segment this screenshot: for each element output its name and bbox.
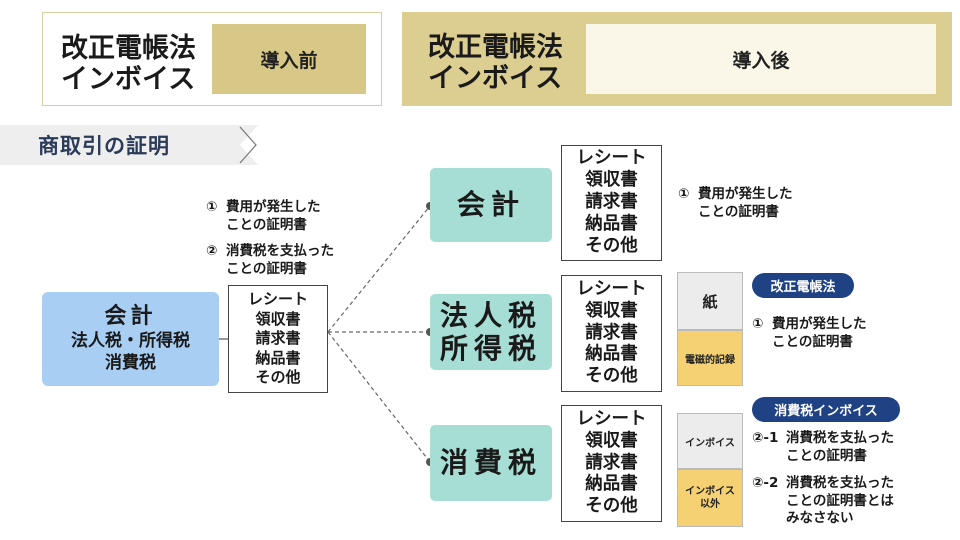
shohi-receipt-list: レシート 領収書 請求書 納品書 その他	[561, 405, 662, 522]
left-receipt-list: レシート 領収書 請求書 納品書 その他	[228, 285, 328, 393]
section-banner-shape	[0, 125, 258, 165]
left-category-box: 会計 法人税・所得税 消費税	[42, 292, 219, 386]
connector-to-kaikei	[327, 205, 431, 333]
header-after-tag: 導入後	[586, 24, 936, 94]
connector-to-shohi	[327, 331, 431, 463]
denchoho-badge: 改正電帳法	[752, 273, 854, 298]
paper-label: 紙	[677, 272, 743, 330]
header-before-tag: 導入前	[212, 24, 366, 94]
hojin-receipt-list: レシート 領収書 請求書 納品書 その他	[561, 275, 662, 392]
category-kaikei-box: 会計	[430, 168, 552, 242]
header-before-title: 改正電帳法 インボイス	[61, 33, 196, 96]
category-shohi-box: 消費税	[430, 425, 552, 501]
header-after-title: 改正電帳法 インボイス	[428, 32, 563, 95]
electronic-record-label: 電磁的記録	[677, 330, 743, 386]
section-label: 商取引の証明	[38, 134, 170, 158]
invoice-badge: 消費税インボイス	[752, 397, 900, 422]
invoice-label: インボイス	[677, 413, 743, 469]
category-hojin-box: 法人税 所得税	[430, 294, 552, 370]
section-banner: 商取引の証明	[0, 125, 260, 165]
kaikei-receipt-list: レシート 領収書 請求書 納品書 その他	[561, 145, 662, 261]
non-invoice-label: インボイス 以外	[677, 469, 743, 527]
